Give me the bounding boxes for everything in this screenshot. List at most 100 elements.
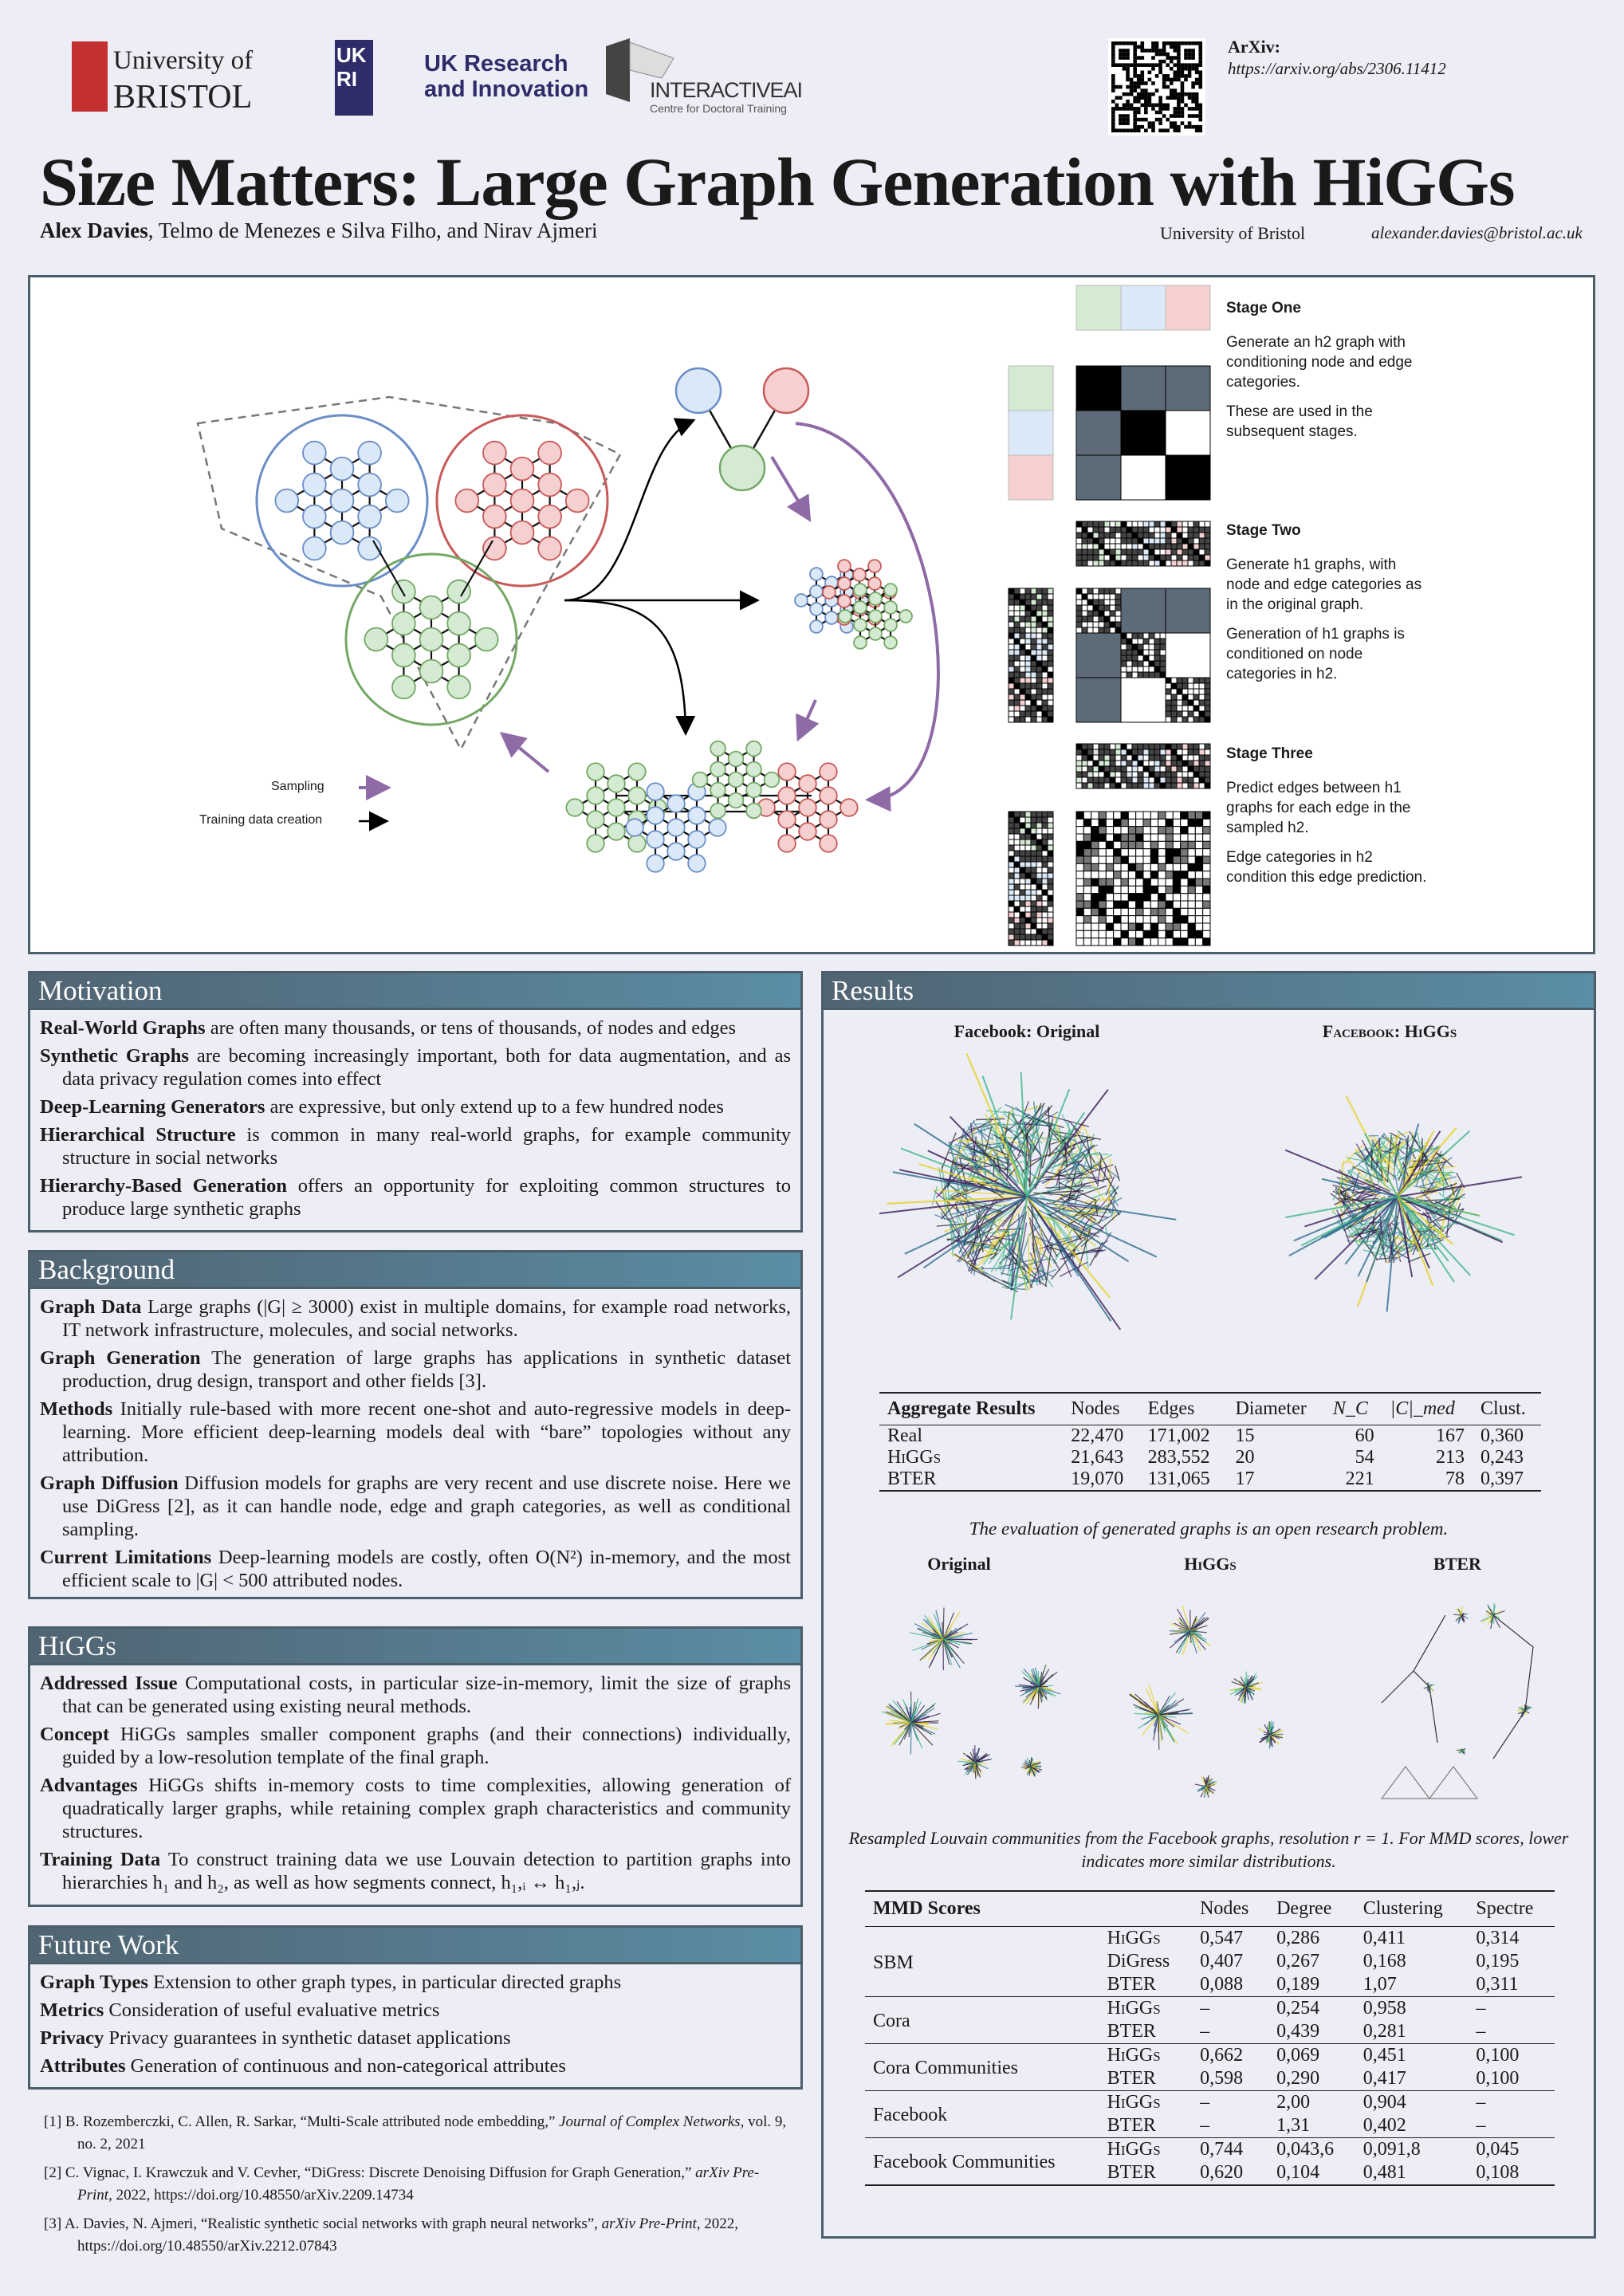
qr-module <box>1126 121 1130 125</box>
h1-block-cell <box>1187 682 1194 690</box>
full-adjacency-cell <box>1180 840 1189 850</box>
h1-adjacency-cell <box>1182 554 1189 561</box>
full-adjacency-cell <box>1091 871 1099 879</box>
h1-block-cell <box>1092 588 1099 595</box>
full-adjacency-cell <box>1158 922 1166 931</box>
h1-block-cell <box>1103 599 1111 606</box>
h1-adjacency-cell <box>1013 677 1020 684</box>
network-edge <box>1445 1204 1451 1238</box>
network-edge <box>1390 1131 1400 1163</box>
network-edge <box>957 1167 984 1170</box>
qr-module <box>1198 56 1203 60</box>
h1-adjacency-cell <box>1159 743 1166 750</box>
qr-module <box>1198 41 1203 45</box>
h1-adjacency-cell <box>1170 776 1178 784</box>
h1-adjacency-cell <box>1109 771 1116 778</box>
node-green <box>710 781 726 799</box>
network-edge <box>1089 1241 1103 1267</box>
network-spike <box>1293 1196 1398 1242</box>
network-spike <box>1010 1196 1028 1320</box>
h1-adjacency-cell <box>1187 754 1194 761</box>
h1-adjacency-cell <box>1013 883 1020 890</box>
qr-module <box>1119 52 1123 57</box>
contact-email[interactable]: alexander.davies@bristol.ac.uk <box>1371 223 1583 242</box>
community-edge <box>962 1752 976 1763</box>
h1-adjacency-cell <box>1092 765 1099 773</box>
table-cell: 0,189 <box>1276 1973 1320 1995</box>
community-edge <box>942 1638 954 1653</box>
qr-module <box>1180 66 1185 71</box>
full-adjacency-cell <box>1127 863 1137 872</box>
qr-module <box>1133 114 1137 118</box>
h1-adjacency-cell <box>1176 743 1183 750</box>
h1-adjacency-cell <box>1165 521 1172 528</box>
arxiv-qr-code[interactable] <box>1108 38 1205 136</box>
full-adjacency-cell <box>1202 811 1211 820</box>
h1-block-cell <box>1103 593 1111 600</box>
full-adjacency-cell <box>1150 826 1159 835</box>
h1-block-cell <box>1075 615 1083 623</box>
network-spike <box>914 1123 1028 1197</box>
h1-adjacency-cell <box>1075 743 1083 750</box>
h1-adjacency-cell <box>1075 749 1083 756</box>
h1-adjacency-cell <box>1131 548 1138 556</box>
h1-adjacency-cell <box>1115 765 1122 773</box>
community-edge <box>885 1722 912 1724</box>
stage-two-title: Stage Two <box>1226 522 1301 539</box>
full-adjacency-cell <box>1127 900 1137 909</box>
network-spike <box>1397 1196 1414 1278</box>
future-work-panel: Future Work Graph Types Extension to oth… <box>28 1925 803 2090</box>
h1-adjacency-cell <box>1030 588 1037 595</box>
community-edge <box>974 1755 980 1763</box>
qr-module <box>1133 96 1137 100</box>
h1-adjacency-cell <box>1030 632 1037 639</box>
h1-adjacency-cell <box>1154 532 1161 539</box>
h1-adjacency-cell <box>1008 928 1015 935</box>
h1-block-cell <box>1154 671 1161 678</box>
network-edge <box>978 1197 1026 1251</box>
h1-adjacency-cell <box>1126 754 1133 761</box>
qr-module <box>1144 99 1148 104</box>
h1-adjacency-cell <box>1024 610 1032 617</box>
full-adjacency-cell <box>1105 893 1115 902</box>
reference-rest[interactable]: , 2022, https://doi.org/10.48550/arXiv.2… <box>108 2187 414 2204</box>
network-spike <box>904 1196 1028 1255</box>
full-adjacency-cell <box>1180 848 1189 857</box>
full-adjacency-cell <box>1113 840 1122 850</box>
h1-block-cell <box>1126 655 1133 662</box>
network-edge <box>1028 1233 1031 1291</box>
qr-module <box>1177 107 1181 111</box>
co-authors: , Telmo de Menezes e Silva Filho, and Ni… <box>147 218 598 242</box>
community-circle-red <box>435 414 609 588</box>
h1-adjacency-cell <box>1109 749 1116 756</box>
qr-module <box>1177 70 1181 75</box>
reference-rest[interactable]: , vol. 9, no. 2, 2021 <box>77 2113 787 2152</box>
network-edge <box>932 1189 1020 1196</box>
h1-adjacency-cell <box>1098 749 1105 756</box>
item-text: Computational costs, in particular size-… <box>62 1673 792 1717</box>
arxiv-link[interactable]: https://arxiv.org/abs/2306.11412 <box>1228 59 1446 78</box>
reference-rest[interactable]: , 2022, https://doi.org/10.48550/arXiv.2… <box>77 2215 738 2255</box>
node-red <box>482 472 507 497</box>
community-edge <box>1202 1786 1207 1795</box>
h1-adjacency-cell <box>1148 521 1155 528</box>
full-adjacency-cell <box>1202 818 1211 828</box>
node-green <box>364 627 389 652</box>
h1-adjacency-cell <box>1047 828 1054 835</box>
h1-adjacency-cell <box>1008 632 1015 639</box>
h1-adjacency-cell <box>1187 765 1194 773</box>
node-blue <box>302 536 327 561</box>
network-edge <box>1079 1166 1107 1203</box>
full-adjacency-cell <box>1172 938 1182 946</box>
h1-adjacency-cell <box>1115 532 1122 539</box>
h1-adjacency-cell <box>1030 710 1037 718</box>
node-green <box>446 643 471 668</box>
h1-adjacency-cell <box>1019 710 1026 718</box>
network-edge <box>1055 1227 1062 1252</box>
h1-adjacency-cell <box>1008 872 1015 879</box>
network-edge <box>1421 1150 1442 1182</box>
h1-adjacency-cell <box>1075 560 1083 567</box>
h1-adjacency-cell <box>1036 811 1043 818</box>
community-edge <box>1158 1692 1176 1716</box>
h1-block-cell <box>1204 694 1211 701</box>
